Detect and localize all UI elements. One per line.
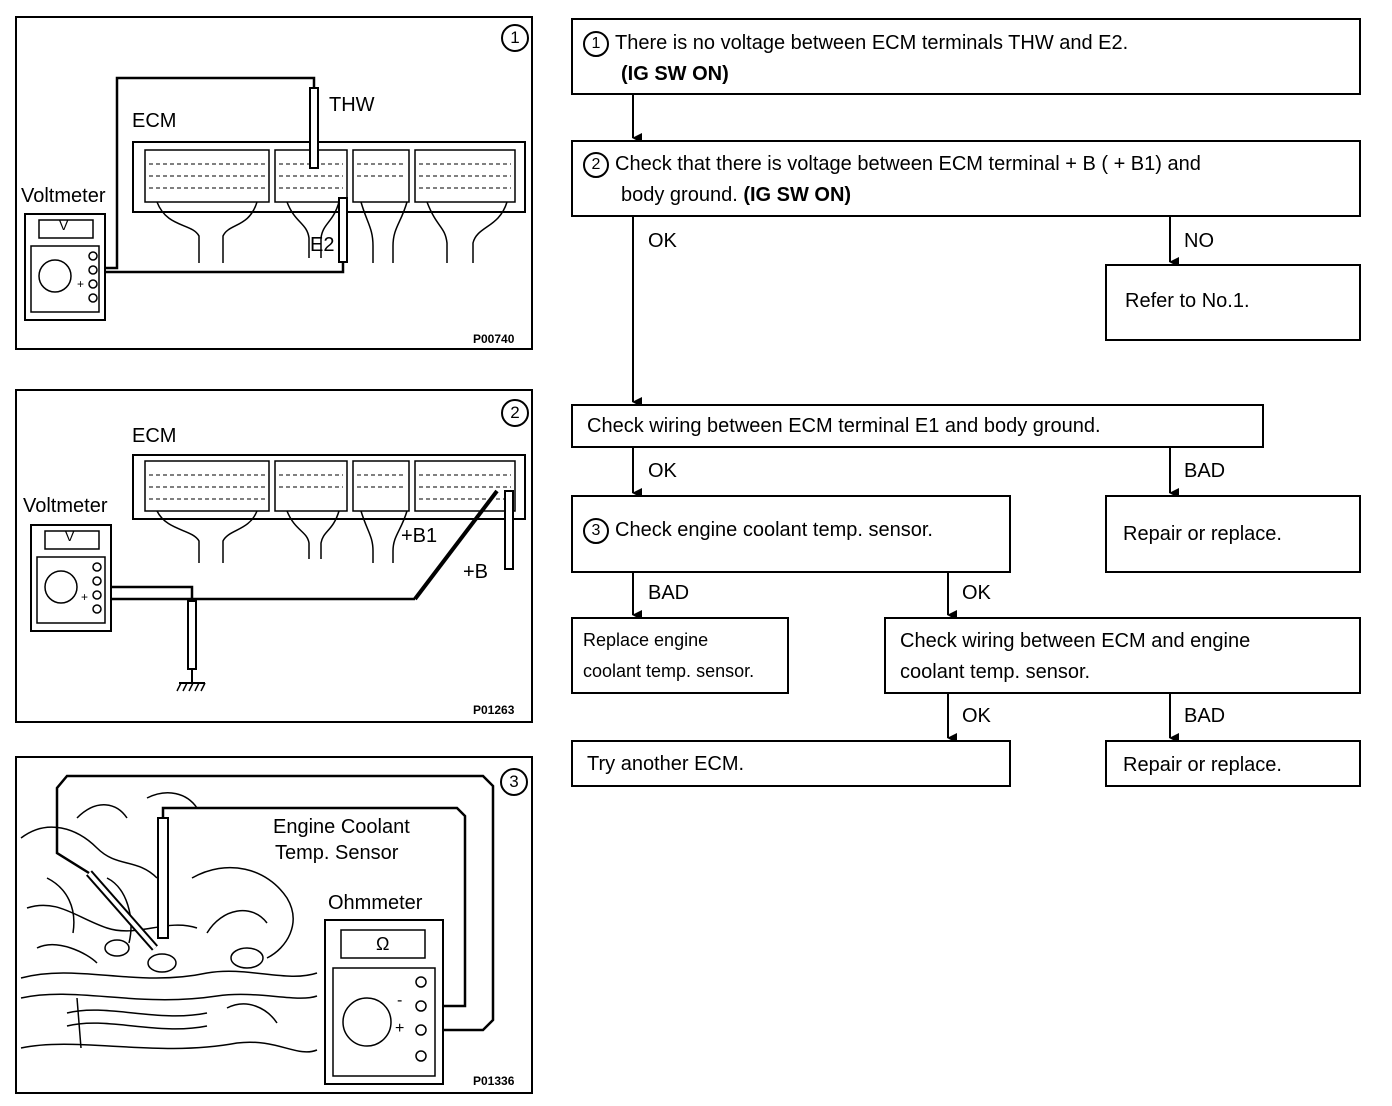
wiring-text-line1: Check wiring between ECM and engine (900, 630, 1251, 652)
try-text: Try another ECM. (587, 753, 745, 775)
step3-box: 3 Check engine coolant temp. sensor. (571, 495, 1011, 573)
step2-text-line2: body ground. (IG SW ON) (621, 184, 851, 206)
svg-text:+: + (81, 590, 88, 604)
repair-text: Repair or replace. (1123, 754, 1282, 776)
minus-terminal-label: - (397, 992, 403, 1009)
ecm-label: ECM (132, 425, 177, 447)
step2-text-line2-b: (IG SW ON) (743, 184, 852, 206)
meter-face-label: Ω (376, 934, 390, 954)
ecm-label: ECM (132, 110, 177, 132)
replace-text-line1: Replace engine (583, 630, 709, 650)
voltmeter-label: Voltmeter (23, 495, 108, 517)
plus-terminal-label: + (395, 1020, 405, 1037)
ok-label: OK (648, 460, 677, 482)
replace-sensor-box: Replace engine coolant temp. sensor. (571, 617, 789, 694)
diagram-panel-2: + 2 ECM Voltmeter +B1 +B V P01263 (15, 389, 533, 723)
meter-face-label: V (65, 528, 75, 544)
ok-label: OK (648, 230, 677, 252)
sensor-label-line2: Temp. Sensor (275, 842, 399, 864)
no-label: NO (1184, 230, 1214, 252)
panel-number-badge: 2 (501, 399, 529, 427)
meter-face-label: V (59, 217, 69, 233)
ecm-voltmeter-b-illustration: + (30, 454, 526, 692)
diagram-panel-3: 3 Engine Coolant Temp. Sensor Ohmmeter Ω… (15, 756, 533, 1094)
figure-code: P01263 (473, 703, 515, 717)
panel-number-badge: 3 (500, 768, 528, 796)
step2-text-line2-a: body ground. (621, 184, 738, 206)
check-wiring-box: Check wiring between ECM and engine cool… (884, 617, 1361, 694)
replace-text-line2: coolant temp. sensor. (583, 661, 755, 681)
refer-box: Refer to No.1. (1105, 264, 1361, 341)
figure-code: P01336 (473, 1074, 515, 1088)
figure-code: P00740 (473, 332, 515, 346)
check-e1-box: Check wiring between ECM terminal E1 and… (571, 404, 1264, 448)
step1-text-line1: There is no voltage between ECM terminal… (615, 32, 1129, 54)
engine-sensor-ohmmeter-illustration (20, 774, 495, 1085)
svg-text:+: + (77, 277, 84, 291)
ok-label: OK (962, 705, 991, 727)
step2-box: 2 Check that there is voltage between ECM… (571, 140, 1361, 217)
repair-text: Repair or replace. (1123, 523, 1282, 545)
bad-label: BAD (1184, 705, 1226, 727)
step-number-badge: 2 (583, 151, 609, 178)
panel-number-badge: 1 (501, 24, 529, 52)
thw-label: THW (329, 94, 375, 116)
step2-text-line1: Check that there is voltage between ECM … (615, 153, 1201, 175)
step-number-badge: 3 (583, 517, 609, 544)
repair-box-2: Repair or replace. (1105, 740, 1361, 787)
sensor-label-line1: Engine Coolant (273, 816, 410, 838)
try-ecm-box: Try another ECM. (571, 740, 1011, 787)
step1-text-line2: (IG SW ON) (621, 63, 729, 85)
step-number-badge: 1 (583, 30, 609, 57)
bad-label: BAD (648, 582, 690, 604)
repair-box-1: Repair or replace. (1105, 495, 1361, 573)
b1-label: +B1 (401, 525, 438, 547)
step1-box: 1 There is no voltage between ECM termina… (571, 18, 1361, 95)
bad-label: BAD (1184, 460, 1226, 482)
wiring-text-line2: coolant temp. sensor. (900, 661, 1091, 683)
ok-label: OK (962, 582, 991, 604)
check-e1-text: Check wiring between ECM terminal E1 and… (587, 415, 1101, 437)
ohmmeter-label: Ohmmeter (328, 892, 423, 914)
b-label: +B (463, 561, 489, 583)
voltmeter-label: Voltmeter (21, 185, 106, 207)
ecm-voltmeter-thw-illustration: + (24, 76, 526, 321)
e2-label: E2 (310, 234, 335, 256)
refer-text: Refer to No.1. (1125, 290, 1250, 312)
step3-text: Check engine coolant temp. sensor. (615, 519, 933, 541)
diagram-panel-1: + 1 ECM THW Voltmeter E2 V P00740 (15, 16, 533, 350)
